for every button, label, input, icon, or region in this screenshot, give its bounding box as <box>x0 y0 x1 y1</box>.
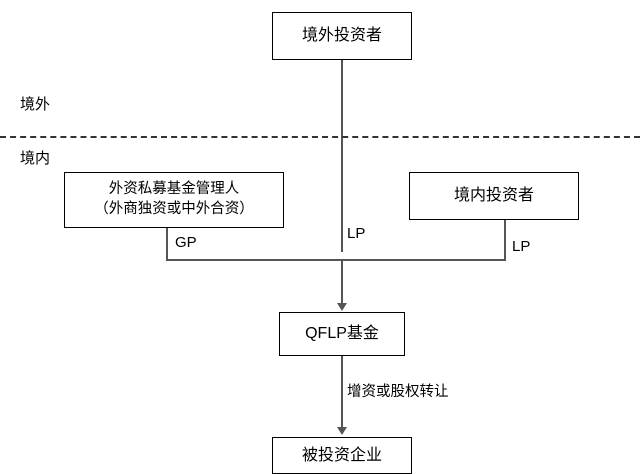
connector-horizontal-bus <box>166 259 506 261</box>
node-overseas-investor: 境外投资者 <box>272 12 412 60</box>
offshore-onshore-divider <box>0 136 640 138</box>
edge-label-lp-right: LP <box>512 238 531 255</box>
region-label-onshore: 境内 <box>20 150 51 167</box>
edge-label-capital-increase: 增资或股权转让 <box>347 384 449 400</box>
connector-lp-vertical <box>504 220 506 260</box>
edge-label-lp-center: LP <box>347 225 366 242</box>
node-invested-enterprise: 被投资企业 <box>272 437 412 474</box>
arrowhead-to-qflp <box>337 303 347 311</box>
arrowhead-to-enterprise <box>337 427 347 435</box>
connector-gp-vertical <box>166 228 168 260</box>
connector-bus-to-qflp <box>341 259 343 303</box>
connector-overseas-to-fund <box>341 60 343 252</box>
node-qflp-fund: QFLP基金 <box>279 312 405 356</box>
edge-label-gp: GP <box>175 234 197 251</box>
region-label-offshore: 境外 <box>20 96 51 113</box>
node-domestic-investor: 境内投资者 <box>409 172 579 220</box>
connector-qflp-to-enterprise <box>341 356 343 428</box>
node-foreign-fund-manager: 外资私募基金管理人 （外商独资或中外合资） <box>64 172 284 228</box>
